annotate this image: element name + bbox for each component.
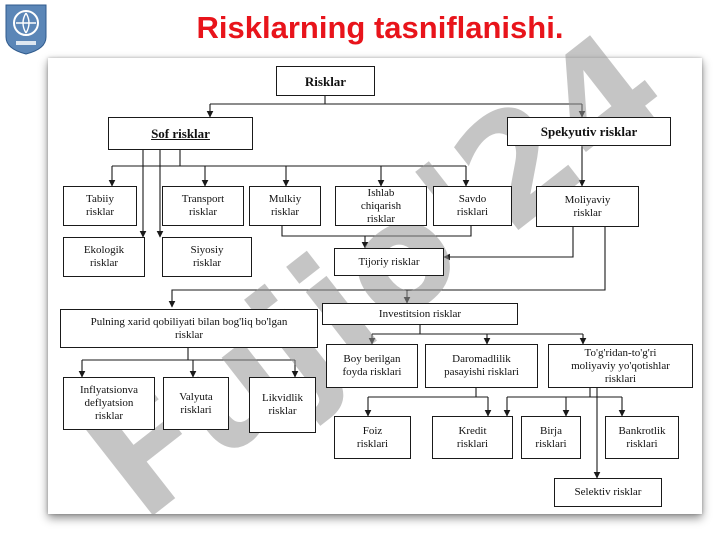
university-logo-icon [5, 4, 47, 55]
node-siyosiy: Siyosiy risklar [162, 237, 252, 277]
node-risklar: Risklar [276, 66, 375, 96]
node-savdo: Savdo risklari [433, 186, 512, 226]
node-pulning-xarid: Pulning xarid qobiliyati bilan bog'liq b… [60, 309, 318, 348]
node-selektiv: Selektiv risklar [554, 478, 662, 507]
node-inflyatsion: Inflyatsionva deflyatsion risklar [63, 377, 155, 430]
node-mulkiy: Mulkiy risklar [249, 186, 321, 226]
connector-lines [78, 96, 626, 479]
node-valyuta: Valyuta risklari [163, 377, 229, 430]
node-tijoriy: Tijoriy risklar [334, 248, 444, 276]
node-investitsion: Investitsion risklar [322, 303, 518, 325]
node-boy-berilgan: Boy berilgan foyda risklari [326, 344, 418, 388]
node-ishlab-chiqarish: Ishlab chiqarish risklar [335, 186, 427, 226]
node-sof-risklar: Sof risklar [108, 117, 253, 150]
node-transport: Transport risklar [162, 186, 244, 226]
node-tabiiy: Tabiiy risklar [63, 186, 137, 226]
node-togridan-togri: To'g'ridan-to'g'ri moliyaviy yo'qotishla… [548, 344, 693, 388]
node-birja: Birja risklari [521, 416, 581, 459]
node-foiz: Foiz risklari [334, 416, 411, 459]
page-title: Risklarning tasniflanishi. [196, 10, 564, 45]
node-bankrotlik: Bankrotlik risklari [605, 416, 679, 459]
node-daromadlilik: Daromadlilik pasayishi risklari [425, 344, 538, 388]
node-spekyutiv-risklar: Spekyutiv risklar [507, 117, 671, 146]
node-likvidlik: Likvidlik risklar [249, 377, 316, 433]
node-moliyaviy: Moliyaviy risklar [536, 186, 639, 227]
node-kredit: Kredit risklari [432, 416, 513, 459]
node-ekologik: Ekologik risklar [63, 237, 145, 277]
